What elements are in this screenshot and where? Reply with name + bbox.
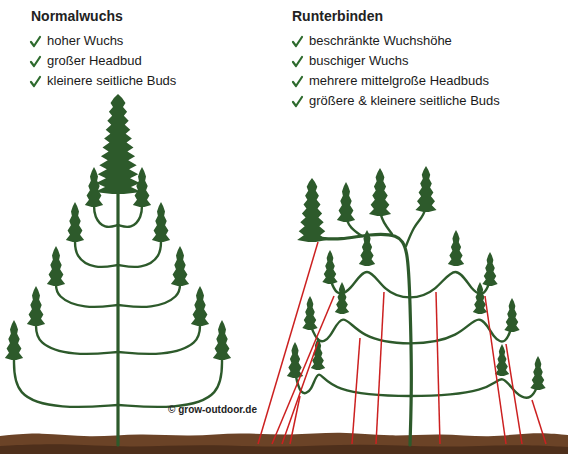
tie-line [282,342,318,444]
check-mark [293,37,302,46]
bud [133,167,151,207]
bud [66,202,84,242]
list-item: mehrere mittelgroße Headbuds [309,73,489,89]
bud [415,166,436,212]
bud [448,230,464,266]
list-item: kleinere seitliche Buds [47,73,176,89]
stem [56,282,118,307]
stem [36,322,118,354]
bud [213,320,231,360]
tie-line [376,292,384,444]
tie-line [258,242,318,444]
bud [152,202,170,242]
bud [287,342,303,378]
bud [504,298,519,332]
bud [27,286,45,326]
tie-line [436,292,440,444]
bud [359,230,375,266]
bud [171,246,189,286]
watermark: © grow-outdoor.de [168,402,257,418]
stem [330,272,490,297]
list-item: beschränkte Wuchshöhe [309,33,452,49]
check-mark [293,77,302,86]
tie-line [532,400,546,444]
tie-line [290,396,300,444]
heading: Runterbinden [292,8,383,24]
stem [116,190,119,445]
list-item: großer Headbud [47,53,142,69]
plants [5,94,546,445]
check-mark [31,37,40,46]
check-mark [293,57,302,66]
soil [0,433,568,454]
soil-shade [0,444,568,454]
stem [118,282,180,307]
bud [335,282,349,314]
tie-line [352,338,360,444]
bud [47,246,65,286]
bud [369,168,391,216]
bud [94,94,141,194]
bud [482,252,497,286]
tie-line [506,344,522,444]
stem [118,238,161,267]
stem [406,208,426,246]
bud [322,250,337,284]
heading: Normalwuchs [31,8,123,24]
stem [318,234,411,445]
bud [5,320,23,360]
stem [14,356,118,407]
bud [297,178,327,242]
bud [85,167,103,207]
tie-lines [258,242,546,444]
list-item: buschiger Wuchs [309,53,408,69]
check-mark [31,77,40,86]
stem [75,238,118,267]
list-item: größere & kleinere seitliche Buds [309,93,500,109]
stem [118,356,222,407]
bud [191,286,209,326]
stem [310,320,512,344]
tie-line [272,296,334,444]
check-mark [31,57,40,66]
stem [118,322,200,354]
check-mark [293,97,302,106]
bud [302,296,317,330]
tie-line [485,296,506,444]
bud [337,182,355,222]
list-item: hoher Wuchs [47,33,123,49]
bud [530,356,545,390]
